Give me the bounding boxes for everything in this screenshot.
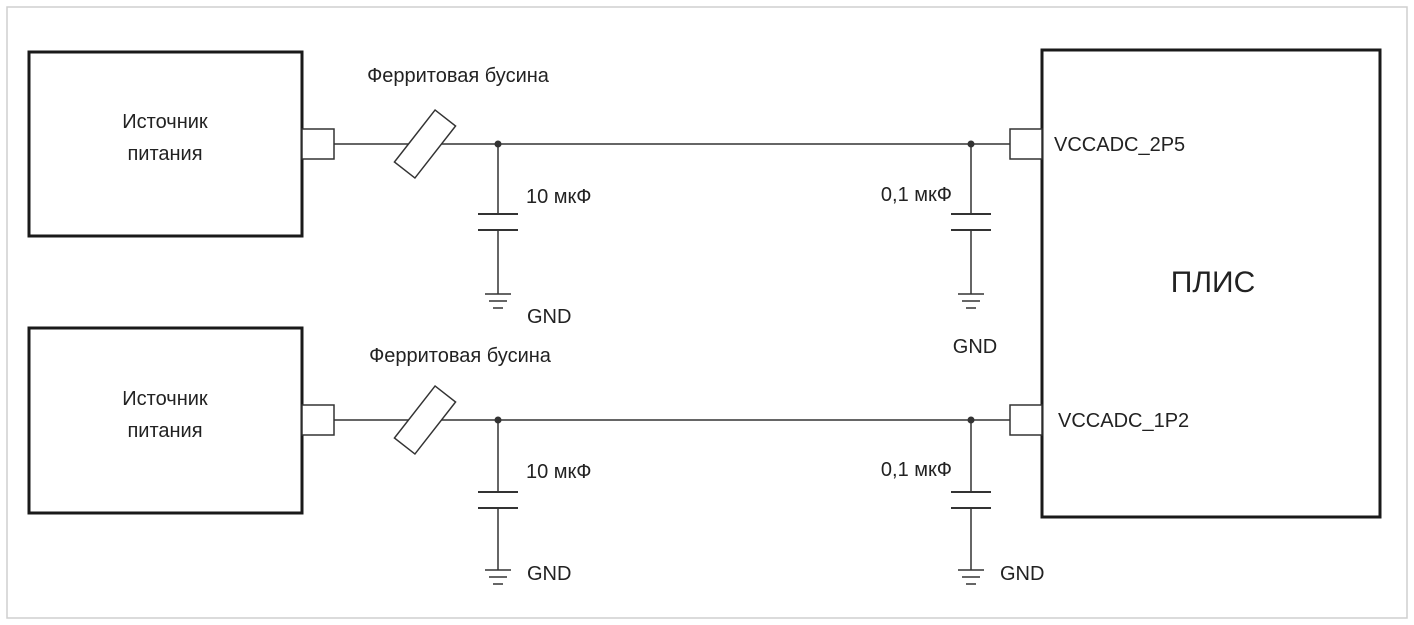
source-label-line2: питания <box>127 143 202 165</box>
ferrite-bead-label: Ферритовая бусина <box>369 345 552 367</box>
ground-icon <box>485 569 511 585</box>
capacitor-0-1uf <box>951 416 991 585</box>
power-source-block <box>27 50 304 238</box>
capacitor-0-1uf <box>951 140 991 309</box>
capacitor-0-1uf-label: 0,1 мкФ <box>881 459 952 481</box>
capacitor-0-1uf-label: 0,1 мкФ <box>881 184 952 206</box>
source-pin <box>301 128 335 160</box>
fpga-label: ПЛИС <box>1171 266 1255 299</box>
power-source-block <box>27 326 304 515</box>
circuit-top: Источник питания Ферритовая бусина VCCAD… <box>27 50 1185 358</box>
gnd-label: GND <box>527 563 571 585</box>
capacitor-10uf <box>478 416 518 585</box>
fpga-pin-label: VCCADC_1P2 <box>1058 410 1189 432</box>
circuit-bottom: Источник питания Ферритовая бусина VCCAD… <box>27 326 1189 585</box>
fpga-pin <box>1009 404 1043 436</box>
ferrite-bead-label: Ферритовая бусина <box>367 65 550 87</box>
gnd-label: GND <box>527 306 571 328</box>
ferrite-bead <box>393 108 457 180</box>
source-label-line2: питания <box>127 420 202 442</box>
gnd-label: GND <box>1000 563 1044 585</box>
fpga-pin <box>1009 128 1043 160</box>
ground-icon <box>958 293 984 309</box>
source-label-line1: Источник <box>122 111 208 133</box>
capacitor-10uf <box>478 140 518 309</box>
fpga-pin-label: VCCADC_2P5 <box>1054 134 1185 156</box>
fpga-block <box>1040 48 1382 519</box>
ground-icon <box>485 293 511 309</box>
ground-icon <box>958 569 984 585</box>
gnd-label: GND <box>953 336 997 358</box>
ferrite-bead <box>393 384 457 456</box>
capacitor-10uf-label: 10 мкФ <box>526 186 592 208</box>
source-label-line1: Источник <box>122 388 208 410</box>
capacitor-10uf-label: 10 мкФ <box>526 461 592 483</box>
source-pin <box>301 404 335 436</box>
